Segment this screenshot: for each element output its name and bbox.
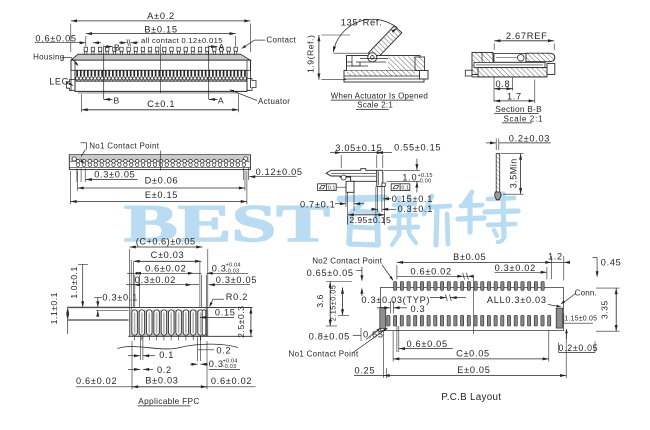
svg-text:0.15±0.1: 0.15±0.1 [392, 194, 433, 204]
svg-text:(C+0.6)±0.05: (C+0.6)±0.05 [136, 237, 196, 247]
svg-text:2.95±0.15: 2.95±0.15 [349, 215, 391, 225]
svg-text:0.3±0.1: 0.3±0.1 [102, 293, 137, 303]
svg-text:1.9(Ref.): 1.9(Ref.) [306, 35, 316, 73]
svg-text:0.12±0.05: 0.12±0.05 [256, 167, 303, 177]
svg-text:Applicable FPC: Applicable FPC [138, 396, 199, 406]
svg-text:0.3±0.02: 0.3±0.02 [495, 263, 536, 273]
svg-text:3.35: 3.35 [600, 300, 610, 319]
svg-text:+0.04: +0.04 [223, 358, 238, 364]
svg-text:-0.00: -0.00 [418, 179, 432, 185]
svg-text:C±0.03: C±0.03 [151, 250, 185, 260]
svg-text:Section B-B: Section B-B [495, 104, 542, 114]
svg-text:No2 Contact Point: No2 Contact Point [312, 256, 383, 265]
svg-text:Scale 2:1: Scale 2:1 [357, 101, 393, 110]
svg-text:0.3: 0.3 [411, 304, 426, 314]
svg-text:0.8±0.05: 0.8±0.05 [309, 332, 350, 342]
svg-text:0.8: 0.8 [496, 79, 511, 89]
svg-text:1.15±0.05: 1.15±0.05 [564, 316, 597, 323]
svg-text:No1 Contact Point: No1 Contact Point [289, 349, 360, 358]
svg-text:0.25: 0.25 [355, 366, 376, 376]
svg-text:0.3±0.02: 0.3±0.02 [135, 275, 176, 285]
svg-text:3.5Min: 3.5Min [509, 158, 519, 188]
svg-text:BEST: BEST [124, 195, 330, 253]
svg-text:ALL0.3±0.03: ALL0.3±0.03 [487, 295, 547, 305]
svg-text:E±0.05: E±0.05 [457, 365, 490, 375]
svg-text:Scale 2:1: Scale 2:1 [504, 114, 544, 123]
svg-text:0.45: 0.45 [601, 258, 622, 268]
svg-text:1.7: 1.7 [507, 91, 522, 101]
svg-text:0.2±0.05: 0.2±0.05 [559, 343, 599, 353]
svg-text:B: B [114, 95, 120, 105]
svg-text:1.0: 1.0 [402, 173, 417, 183]
svg-text:0.55±0.15: 0.55±0.15 [394, 142, 441, 152]
svg-text:1.1±0.1: 1.1±0.1 [49, 292, 59, 324]
svg-text:0.3: 0.3 [212, 263, 227, 273]
svg-text:0.1: 0.1 [328, 185, 336, 191]
svg-text:0.3±0.05: 0.3±0.05 [94, 169, 135, 179]
svg-text:0.3: 0.3 [209, 359, 224, 369]
svg-text:B±0.05: B±0.05 [453, 252, 486, 262]
svg-text:3.05±0.15: 3.05±0.15 [335, 143, 382, 153]
svg-text:LEG: LEG [49, 77, 69, 87]
svg-text:0.6±0.02: 0.6±0.02 [411, 267, 452, 277]
svg-text:Conn.: Conn. [575, 289, 597, 298]
svg-text:0.6±0.05: 0.6±0.05 [35, 33, 76, 43]
svg-text:No1 Contact Point: No1 Contact Point [89, 141, 160, 150]
svg-text:-0.03: -0.03 [223, 364, 237, 370]
svg-text:0.3±0.1: 0.3±0.1 [398, 204, 434, 214]
svg-text:0.6±0.02: 0.6±0.02 [76, 376, 117, 386]
svg-text:0.3±0.05: 0.3±0.05 [216, 275, 257, 285]
svg-text:0.15: 0.15 [215, 308, 236, 318]
svg-text:2.5±0.3: 2.5±0.3 [236, 305, 246, 337]
svg-text:0.6±0.02: 0.6±0.02 [211, 376, 252, 386]
svg-text:0.6±0.05: 0.6±0.05 [407, 339, 448, 349]
svg-text:0.2: 0.2 [216, 345, 231, 355]
svg-text:2.15±0.05: 2.15±0.05 [329, 285, 338, 321]
svg-text:D±0.06: D±0.06 [145, 176, 179, 186]
svg-text:0.2: 0.2 [157, 365, 172, 375]
svg-text:all contact 0.12±0.015: all contact 0.12±0.015 [141, 36, 223, 45]
svg-text:0.1: 0.1 [401, 185, 409, 191]
svg-text:B±0.03: B±0.03 [145, 376, 178, 386]
svg-text:1.2: 1.2 [548, 252, 563, 262]
svg-text:B: B [114, 42, 120, 52]
svg-text:Actuator: Actuator [258, 97, 290, 106]
svg-text:When Actuator Is Opened: When Actuator Is Opened [331, 91, 428, 100]
svg-text:R0.2: R0.2 [226, 292, 248, 302]
svg-text:C±0.05: C±0.05 [456, 349, 490, 359]
svg-text:+0.15: +0.15 [418, 173, 433, 179]
svg-text:P.C.B Layout: P.C.B Layout [441, 392, 501, 403]
svg-text:B±0.15: B±0.15 [144, 24, 178, 34]
svg-text:E±0.15: E±0.15 [145, 190, 178, 200]
svg-text:C±0.1: C±0.1 [147, 99, 175, 109]
svg-text:0.6±0.02: 0.6±0.02 [145, 263, 186, 273]
svg-text:Housing: Housing [33, 53, 64, 62]
svg-text:+0.04: +0.04 [226, 263, 241, 269]
svg-text:A: A [219, 42, 225, 52]
svg-text:A±0.2: A±0.2 [147, 11, 175, 21]
svg-text:0.7±0.1: 0.7±0.1 [300, 199, 336, 209]
svg-text:3.6: 3.6 [315, 294, 325, 308]
svg-text:1.0±0.1: 1.0±0.1 [69, 266, 79, 298]
svg-text:A: A [218, 95, 224, 105]
svg-text:-0.03: -0.03 [226, 268, 240, 274]
svg-text:2.67REF: 2.67REF [506, 31, 548, 41]
svg-text:0.1: 0.1 [159, 350, 174, 360]
svg-text:0.65: 0.65 [363, 330, 384, 340]
svg-text:Contact: Contact [266, 36, 296, 45]
svg-text:0.3±0.03(TYP): 0.3±0.03(TYP) [361, 295, 430, 305]
svg-text:0.2±0.03: 0.2±0.03 [509, 134, 550, 144]
svg-text:135°Ref.: 135°Ref. [341, 18, 383, 28]
svg-text:0.65±0.05: 0.65±0.05 [307, 268, 354, 278]
